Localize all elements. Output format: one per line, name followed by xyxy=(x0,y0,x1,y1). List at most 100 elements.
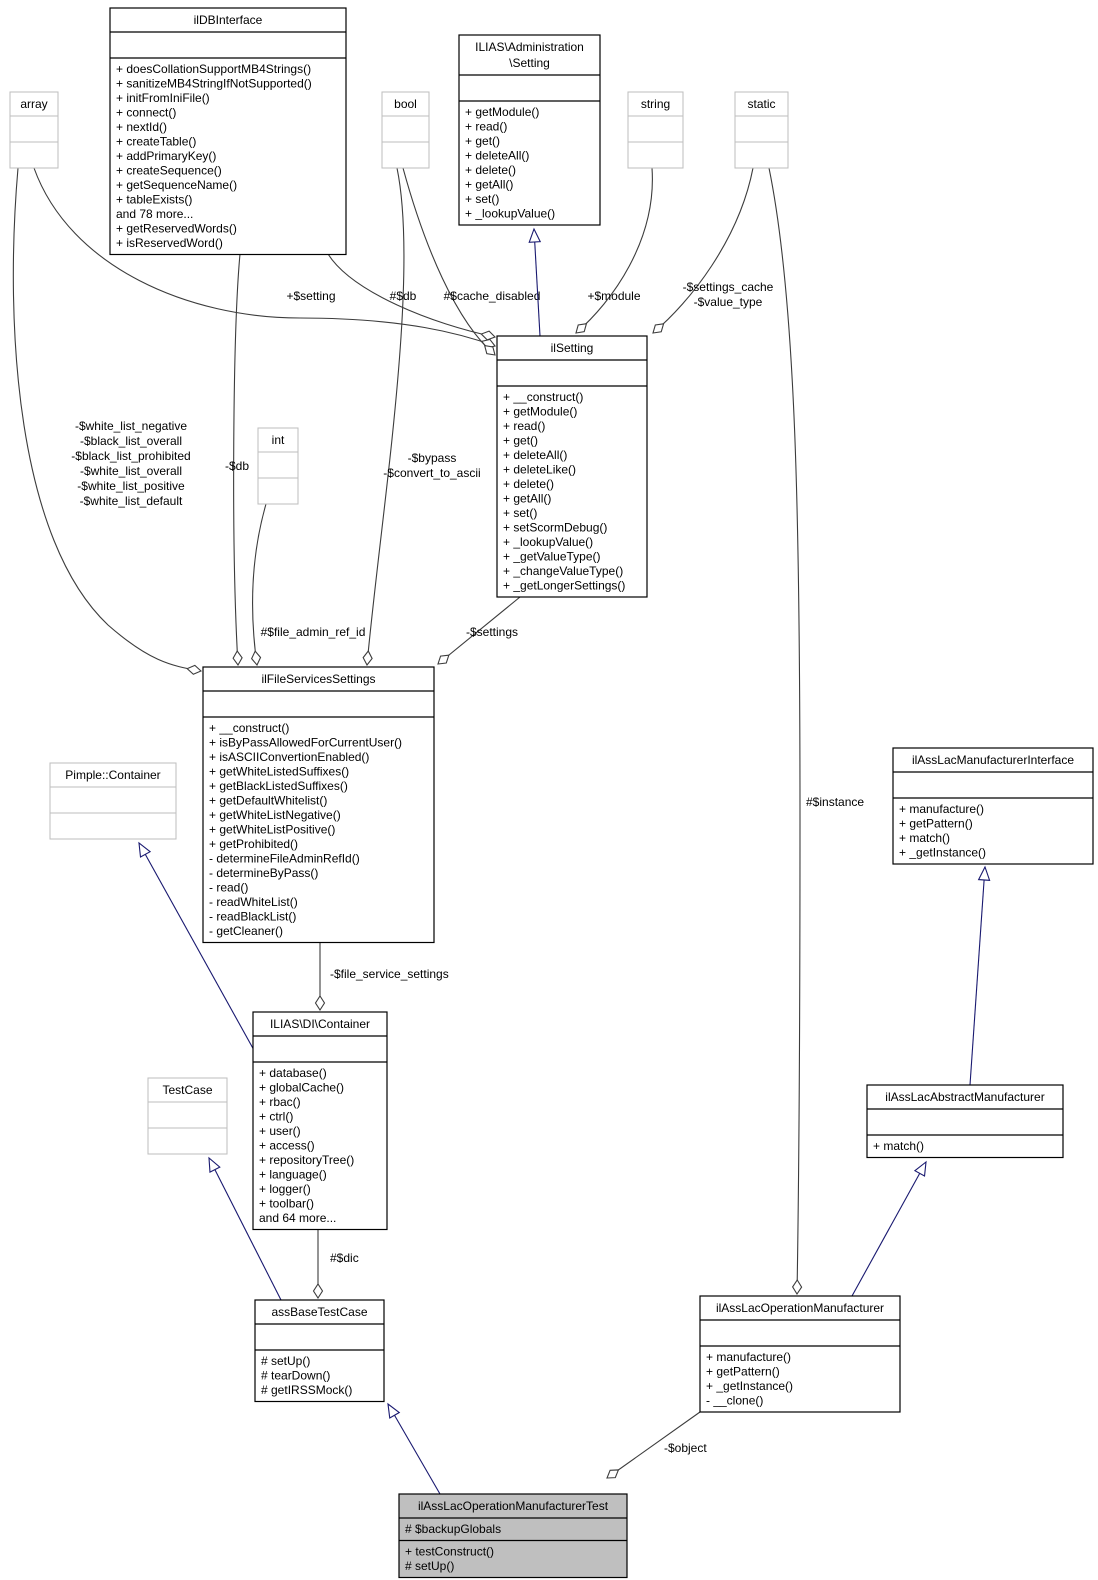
edge-settings-cache-member-of-ilsetting: -$settings_cache-$value_type xyxy=(652,167,774,334)
class-method: + getReservedWords() xyxy=(116,222,237,236)
static-box xyxy=(734,91,789,169)
node-layer: ilDBInterface+ doesCollationSupportMB4St… xyxy=(9,7,1094,1579)
class-ilAssLacOperationManufacturer[interactable]: ilAssLacOperationManufacturer+ manufactu… xyxy=(699,1295,901,1413)
class-assBaseTestCase[interactable]: assBaseTestCase# setUp()# tearDown()# ge… xyxy=(254,1299,385,1403)
edge-cache-disabled-member-of-ilsetting: #$cache_disabled xyxy=(402,167,541,356)
class-method: + getWhiteListPositive() xyxy=(209,823,335,837)
edge-label: -$white_list_positive xyxy=(77,479,185,493)
aggregation-line xyxy=(437,596,521,665)
edge-label: -$value_type xyxy=(694,295,763,309)
ilias-administration-setting-box xyxy=(458,34,601,226)
class-method: + _getLongerSettings() xyxy=(503,579,625,593)
aggregation-line xyxy=(402,167,496,356)
class-title: static xyxy=(747,97,775,111)
class-title: Pimple::Container xyxy=(65,768,160,782)
class-method: + getProhibited() xyxy=(209,837,298,851)
edge-label: #$cache_disabled xyxy=(444,289,541,303)
inheritance-arrow-icon xyxy=(977,865,991,881)
class-method: - read() xyxy=(209,881,248,895)
class-method: + _lookupValue() xyxy=(503,535,593,549)
aggregation-diamond-icon xyxy=(312,1282,324,1300)
edge-label: -$white_list_negative xyxy=(75,419,187,433)
class-array: array xyxy=(9,91,59,169)
class-method: + manufacture() xyxy=(899,802,984,816)
class-method: + doesCollationSupportMB4Strings() xyxy=(116,62,311,76)
class-ilDBInterface[interactable]: ilDBInterface+ doesCollationSupportMB4St… xyxy=(109,7,347,256)
string-box xyxy=(627,91,684,169)
class-method: + getAll() xyxy=(503,492,551,506)
class-method: + read() xyxy=(503,419,545,433)
aggregation-line xyxy=(575,167,653,334)
assBaseTestCase-box xyxy=(254,1299,385,1403)
edge-label: -$bypass xyxy=(408,451,457,465)
class-title: ilFileServicesSettings xyxy=(261,672,375,686)
class-method: + isReservedWord() xyxy=(116,236,223,250)
class-pimple-container: Pimple::Container xyxy=(49,762,177,840)
edge-module-member-of-ilsetting: +$module xyxy=(575,167,653,334)
edge-label: -$black_list_overall xyxy=(80,434,182,448)
aggregation-diamond-icon xyxy=(480,330,496,341)
edge-db-member-of-filesettings: -$db xyxy=(225,253,249,667)
class-method: + deleteAll() xyxy=(465,149,529,163)
class-ilAssLacAbstractManufacturer[interactable]: ilAssLacAbstractManufacturer+ match() xyxy=(866,1084,1064,1159)
class-method: # tearDown() xyxy=(261,1369,330,1383)
class-ilias-di-container[interactable]: ILIAS\DI\Container+ database()+ globalCa… xyxy=(252,1011,388,1231)
edge-label: -$white_list_overall xyxy=(80,464,182,478)
class-title: bool xyxy=(394,97,417,111)
aggregation-line xyxy=(233,253,241,666)
aggregation-diamond-icon xyxy=(483,344,496,356)
class-method: + isASCIIConvertionEnabled() xyxy=(209,750,369,764)
edge-setting-member-of-ilsetting: +$setting xyxy=(33,167,496,349)
class-method: # setUp() xyxy=(405,1559,454,1573)
edge-label: -$convert_to_ascii xyxy=(383,466,480,480)
class-method: + getBlackListedSuffixes() xyxy=(209,779,348,793)
aggregation-diamond-icon xyxy=(575,322,588,334)
aggregation-diamond-icon xyxy=(250,650,262,667)
class-ilias-administration-setting[interactable]: ILIAS\Administration\Setting+ getModule(… xyxy=(458,34,601,226)
inheritance-arrow-icon xyxy=(208,1156,221,1173)
class-method: + toolbar() xyxy=(259,1197,314,1211)
class-method: + rbac() xyxy=(259,1095,301,1109)
class-title: ilSetting xyxy=(551,341,594,355)
class-method: + match() xyxy=(873,1139,924,1153)
class-title: assBaseTestCase xyxy=(271,1305,367,1319)
class-string: string xyxy=(627,91,684,169)
aggregation-diamond-icon xyxy=(437,654,450,665)
class-method: + get() xyxy=(465,134,500,148)
class-method: + getWhiteListedSuffixes() xyxy=(209,765,349,779)
edge-dic-member-of-assbasetestcase: #$dic xyxy=(312,1230,359,1300)
class-method: + __construct() xyxy=(209,721,289,735)
class-ilSetting[interactable]: ilSetting+ __construct()+ getModule()+ r… xyxy=(496,335,648,598)
inheritance-arrow-icon xyxy=(138,841,152,858)
class-method: + getModule() xyxy=(503,405,577,419)
class-method: # setUp() xyxy=(261,1354,310,1368)
class-method: + access() xyxy=(259,1139,315,1153)
class-method: + connect() xyxy=(116,106,176,120)
edge-settings-member-of-filesettings: -$settings xyxy=(437,596,521,665)
class-ilFileServicesSettings[interactable]: ilFileServicesSettings + __construct() + i… xyxy=(202,666,435,944)
class-method: - getCleaner() xyxy=(209,924,283,938)
class-ilAssLacManufacturerInterface[interactable]: ilAssLacManufacturerInterface+ manufactu… xyxy=(892,747,1094,865)
class-method: + getAll() xyxy=(465,178,513,192)
aggregation-diamond-icon xyxy=(232,650,243,667)
class-title: ILIAS\Administration xyxy=(475,40,584,54)
ilDBInterface-box xyxy=(109,7,347,256)
class-ilAssLacOperationManufacturerTest[interactable]: ilAssLacOperationManufacturerTest# $back… xyxy=(398,1493,628,1579)
edge-whitelists-member-of-filesettings: -$white_list_negative-$black_list_overal… xyxy=(12,167,203,675)
inheritance-line xyxy=(387,1403,441,1495)
class-method: + set() xyxy=(465,192,499,206)
edge-file-admin-ref-id-member-of-filesettings: #$file_admin_ref_id xyxy=(250,503,365,667)
class-method: + addPrimaryKey() xyxy=(116,149,216,163)
bool-box xyxy=(381,91,430,169)
class-method: + database() xyxy=(259,1066,327,1080)
class-method: + repositoryTree() xyxy=(259,1153,354,1167)
class-method: + user() xyxy=(259,1124,301,1138)
edge-label: +$setting xyxy=(286,289,335,303)
class-int: int xyxy=(257,427,299,505)
inheritance-arrow-icon xyxy=(528,227,542,243)
array-box xyxy=(9,91,59,169)
class-method: + createSequence() xyxy=(116,164,222,178)
class-method: + getSequenceName() xyxy=(116,178,237,192)
class-method: - readWhiteList() xyxy=(209,895,298,909)
